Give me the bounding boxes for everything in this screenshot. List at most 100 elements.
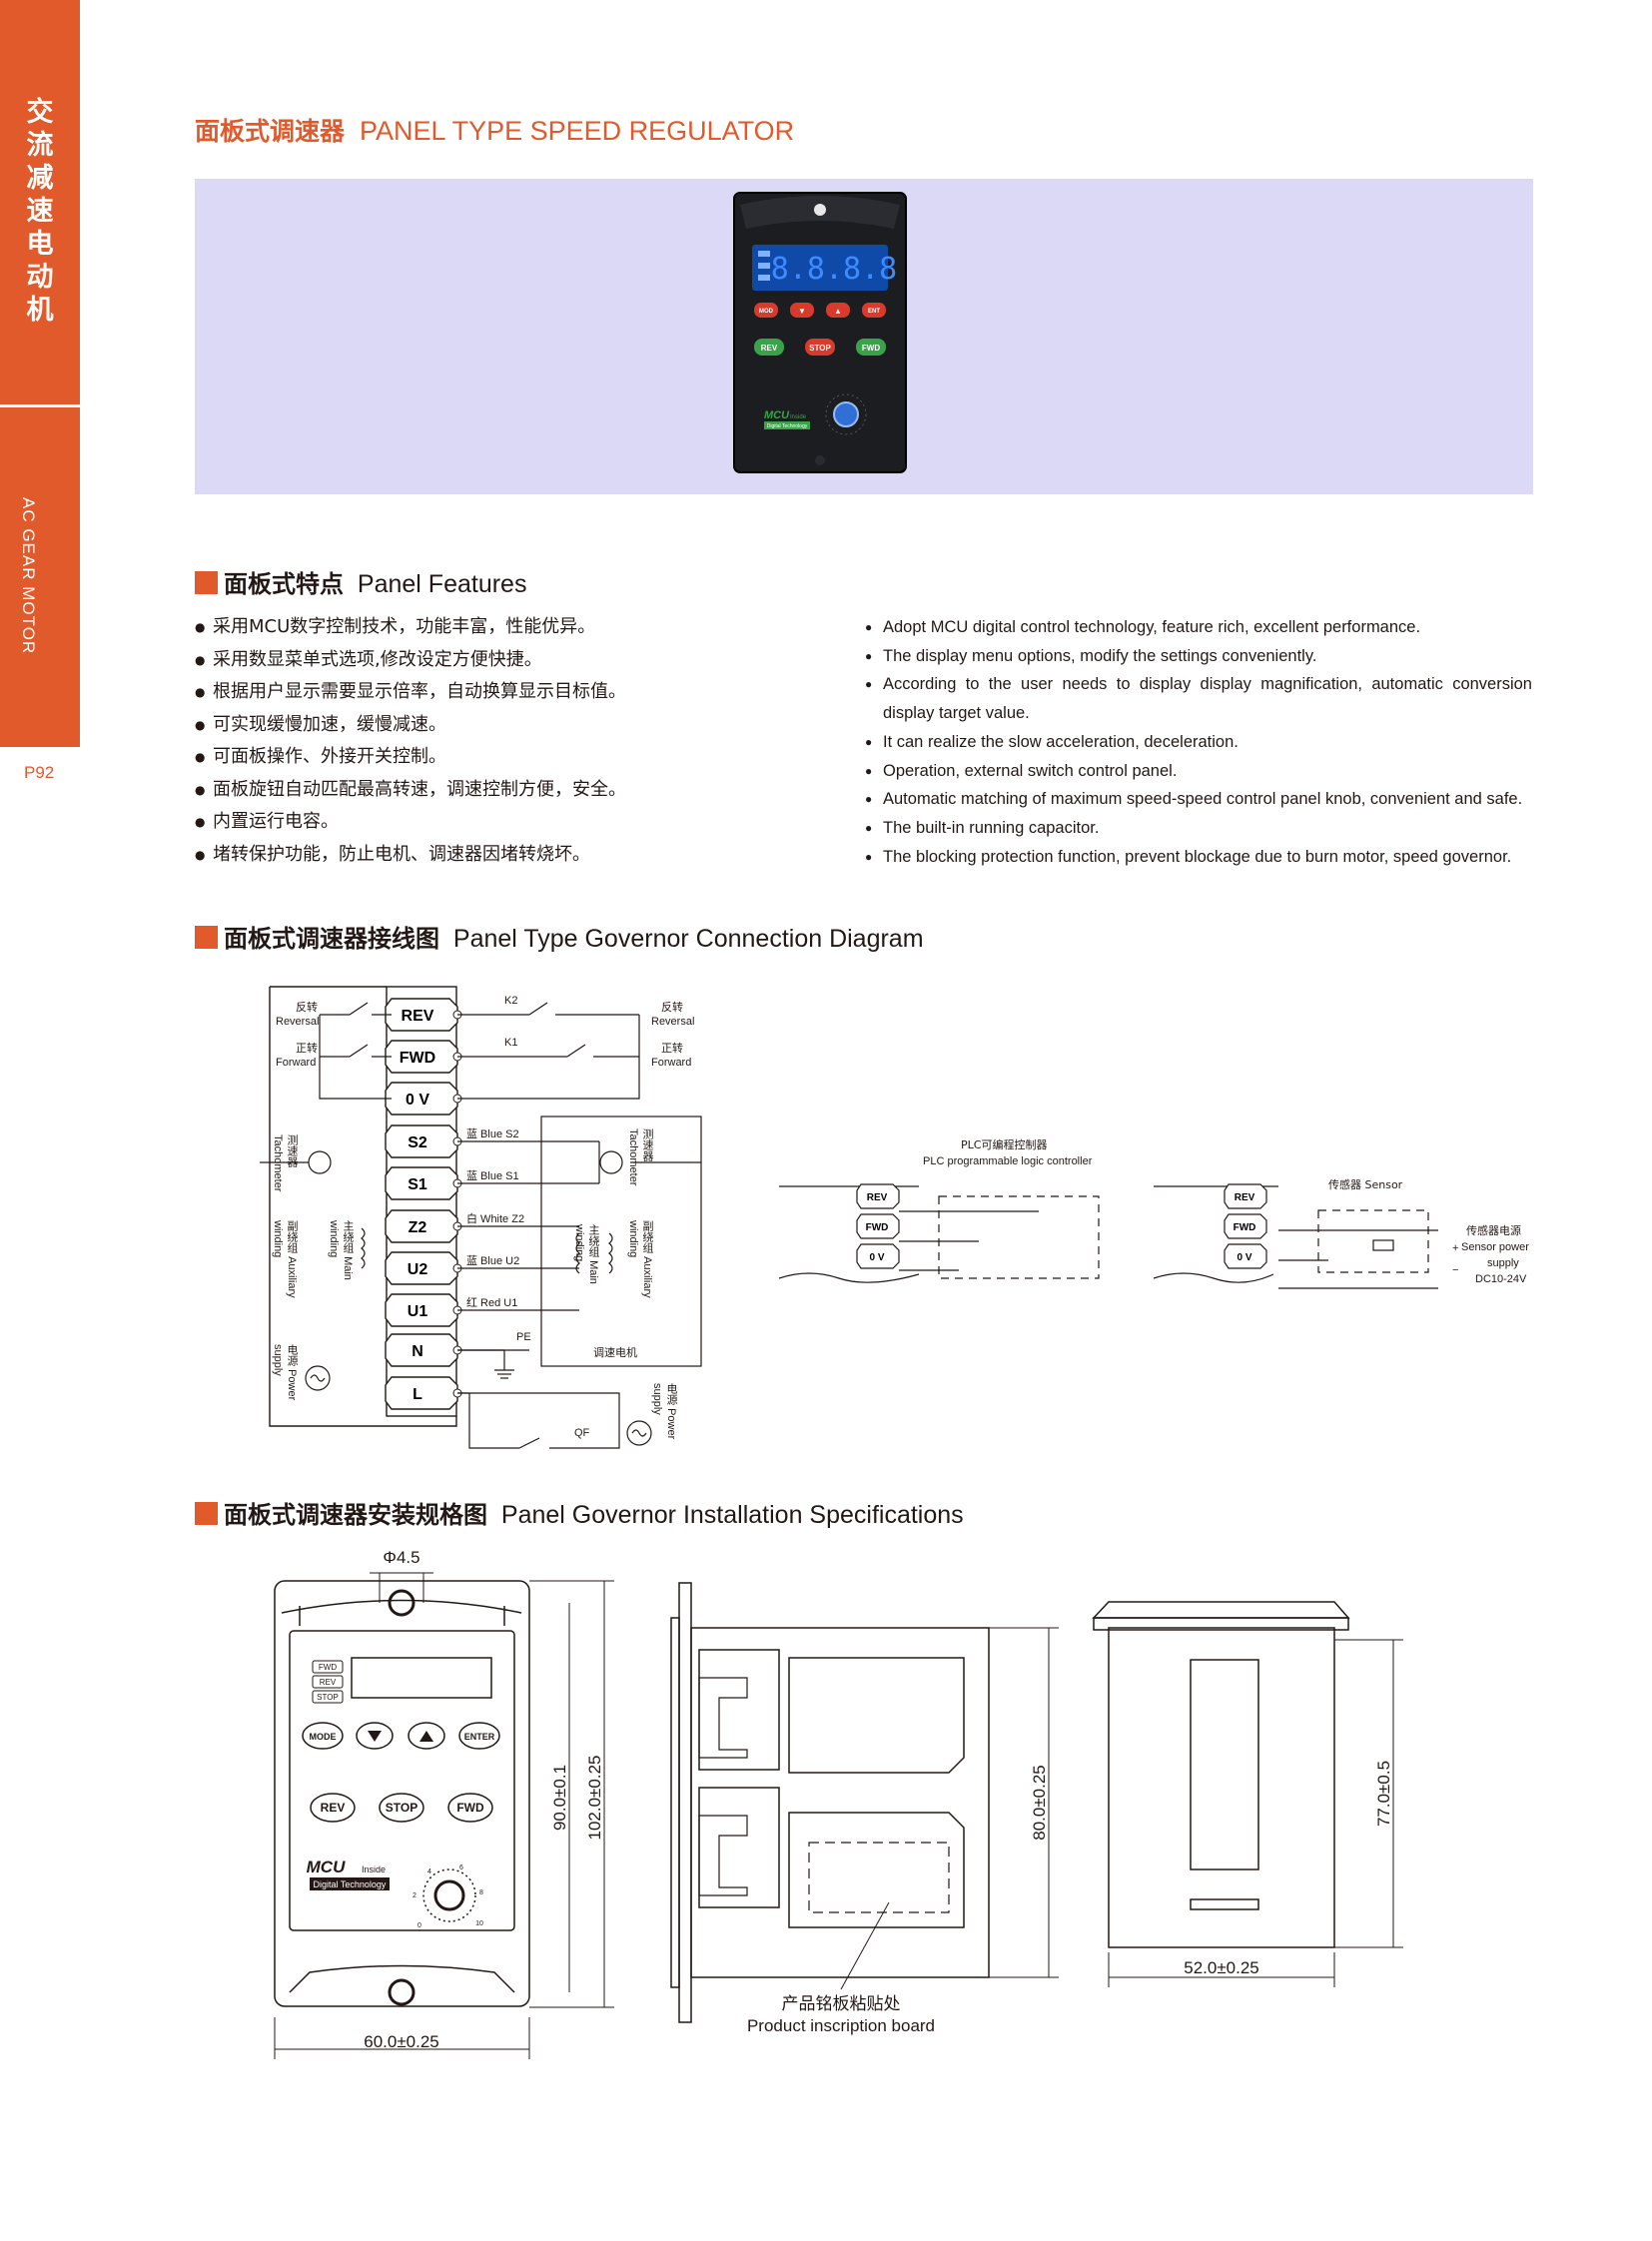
features-list-en: Adopt MCU digital control technology, fe… [865,613,1532,871]
sensor-minus: − [1452,1264,1458,1276]
height-80-dimension: 80.0±0.25 [1030,1765,1049,1841]
front-key-rev: REV [321,1801,346,1815]
section-marker [195,1502,218,1525]
right-forward-cn: 正转 [661,1041,683,1055]
feature-cn-item: 根据用户显示需要显示倍率，自动换算显示目标值。 [195,676,834,709]
product-photo: 8.8.8.8 MOD ▼ ▲ ENT REV STOP FWD MCU Ins… [733,192,907,473]
key-rev: REV [761,344,778,353]
terminal-label: S2 [408,1134,427,1151]
sensor-voltage: DC10-24V [1475,1273,1527,1285]
dial-0: 0 [417,1922,421,1929]
feature-cn-item: 堵转保护功能，防止电机、调速器因堵转烧坏。 [195,839,834,872]
plc-title-en: PLC programmable logic controller [923,1155,1093,1167]
wiring-heading-cn: 面板式调速器接线图 [224,925,439,953]
right-forward-en: Forward [651,1057,691,1069]
sensor-terminal-badge [1224,1243,1267,1269]
feature-cn-item: 可实现缓慢加速，缓慢减速。 [195,709,834,742]
terminal-badge [385,1251,458,1285]
height-102-dimension: 102.0±0.25 [585,1756,604,1841]
product-brand-sub: Inside [790,414,807,420]
wire-pe: PE [516,1331,531,1343]
front-key-mode: MODE [310,1732,337,1742]
back-width-dimension: 52.0±0.25 [1184,1958,1259,1977]
section-marker [195,926,218,949]
left-forward-cn: 正转 [296,1041,318,1055]
dial-4: 4 [427,1868,431,1875]
key-down: ▼ [798,307,806,316]
terminal-badge [385,1376,458,1410]
sidebar-divider [0,404,80,407]
right-aux-cn: 副绕组 [641,1220,653,1253]
left-forward-en: Forward [276,1057,316,1069]
page-title-cn: 面板式调速器 [195,117,346,146]
wire-red-u1: 红 Red U1 [466,1296,517,1309]
left-reversal-cn: 反转 [296,1000,318,1014]
plc-title-cn: PLC可编程控制器 [961,1137,1047,1151]
feature-en-item: According to the user needs to display d… [865,670,1532,727]
terminal-badge [385,1166,458,1200]
hole-dimension: Φ4.5 [383,1548,419,1567]
wire-white-z2: 白 White Z2 [466,1211,524,1225]
left-main-en: Main winding [328,1220,354,1280]
front-led-rev: REV [320,1678,337,1687]
right-reversal-en: Reversal [651,1016,694,1028]
right-power-cn: 电源 [665,1383,677,1405]
feature-en-item: Adopt MCU digital control technology, fe… [865,613,1532,642]
wire-blue-s1: 蓝 Blue S1 [466,1169,519,1182]
features-heading-cn: 面板式特点 [224,570,344,598]
install-heading-cn: 面板式调速器安装规格图 [224,1501,487,1529]
height-77-dimension: 77.0±0.5 [1374,1761,1393,1827]
display-readout: 8.8.8.8 [771,252,897,287]
terminal-badge [385,998,458,1032]
right-tacho-en: Tachometer [627,1128,639,1186]
plc-terminal-label: 0 V [869,1252,884,1263]
page-title: 面板式调速器 PANEL TYPE SPEED REGULATOR [195,112,794,148]
key-up: ▲ [834,307,842,316]
terminal-label: U1 [408,1303,428,1320]
terminal-badge [385,1293,458,1327]
feature-en-item: It can realize the slow acceleration, de… [865,728,1532,757]
switch-k1: K1 [504,1037,517,1049]
terminal-badge [385,1209,458,1243]
terminal-label: Z2 [409,1219,427,1236]
right-main-en: Main winding [573,1224,599,1284]
right-main-cn: 主绕组 [587,1224,599,1257]
sidebar-tab: 交流减速电动机 AC GEAR MOTOR [0,0,80,747]
height-90-dimension: 90.0±0.1 [550,1765,569,1831]
page-number: P92 [24,763,55,782]
front-key-stop: STOP [386,1801,417,1815]
feature-en-item: The display menu options, modify the set… [865,642,1532,671]
sensor-power-en2: supply [1487,1257,1519,1269]
sidebar-title-en: AC GEAR MOTOR [19,497,38,655]
plc-terminal-badge [856,1183,900,1209]
left-tacho-cn: 测速器 [286,1134,298,1167]
sensor-power-en1: Sensor power [1461,1241,1529,1253]
feature-en-item: Operation, external switch control panel… [865,757,1532,786]
sensor-terminal-label: FWD [1234,1222,1256,1233]
key-stop: STOP [809,344,831,353]
plc-terminal-label: REV [867,1192,888,1203]
width-dimension: 60.0±0.25 [364,2032,439,2051]
dial-2: 2 [413,1892,416,1899]
section-marker [195,571,218,594]
left-tacho-en: Tachometer [272,1134,284,1192]
product-banner: 8.8.8.8 MOD ▼ ▲ ENT REV STOP FWD MCU Ins… [195,179,1533,494]
terminal-badge [385,1124,458,1158]
key-ent: ENT [868,309,880,315]
sensor-terminal-label: 0 V [1237,1252,1251,1263]
motor-label: 调速电机 [593,1345,637,1359]
features-list-cn: 采用MCU数字控制技术，功能丰富，性能优异。 采用数显菜单式选项,修改设定方便快… [195,611,834,871]
sensor-terminal-badge [1224,1213,1267,1239]
features-heading-en: Panel Features [357,570,527,598]
nameplate-en: Product inscription board [747,2016,935,2035]
front-brand-sub: Inside [362,1865,386,1874]
breaker-qf: QF [574,1427,590,1439]
feature-cn-item: 内置运行电容。 [195,806,834,839]
sensor-plus: + [1452,1242,1458,1254]
plc-terminal-badge [856,1213,900,1239]
terminal-badge [385,1040,458,1074]
product-brand-tag: Digital Technology [767,423,808,429]
wire-blue-s2: 蓝 Blue S2 [466,1127,519,1140]
